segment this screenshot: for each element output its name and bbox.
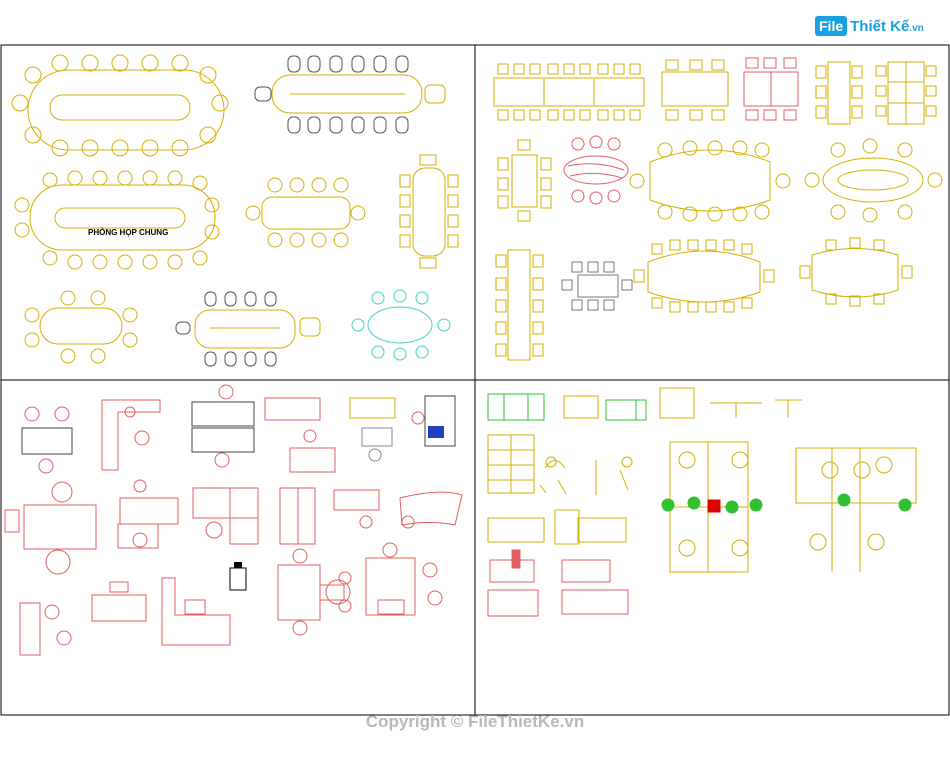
copyright-watermark: Copyright © FileThietKe.vn [365, 712, 585, 731]
logo-badge: File [815, 16, 848, 36]
logo-name-text: Thiết Kế [850, 17, 910, 35]
desk-detail-icons [229, 426, 444, 591]
meeting-room-label: PHÒNG HỌP CHUNG [88, 228, 169, 237]
quadrant-conference-left [11, 54, 459, 367]
chair-row-top [11, 54, 229, 157]
quadrant-workstations [487, 387, 917, 617]
logo-name: Thiết Kế.vn [850, 18, 924, 35]
brand-logo[interactable]: File Thiết Kế.vn [815, 12, 924, 40]
logo-domain: .vn [909, 22, 924, 34]
gray-table [561, 261, 633, 311]
orange-tables [563, 57, 799, 205]
quadrant-office-desks [4, 384, 463, 656]
sheet-frame [0, 44, 950, 716]
quadrant-conference-right [493, 59, 943, 361]
cyan-oval-table [351, 289, 451, 361]
